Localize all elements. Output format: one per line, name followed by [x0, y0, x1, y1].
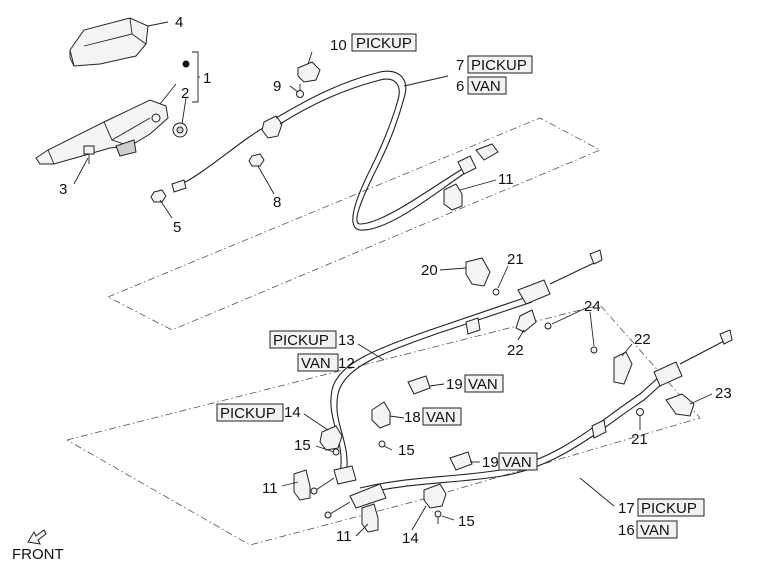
- label-19-upper: 19: [446, 376, 463, 393]
- label-22-upper: 22: [507, 342, 524, 359]
- label-6: 6: [456, 78, 464, 95]
- tag-pickup-13: PICKUP: [273, 332, 329, 349]
- tag-pickup-10: PICKUP: [356, 35, 412, 52]
- lever-cover-part-4: [69, 17, 149, 67]
- label-2: 2: [181, 85, 189, 102]
- label-21-upper: 21: [507, 251, 524, 268]
- label-11-upper: 11: [498, 171, 514, 188]
- tag-pickup-17: PICKUP: [641, 500, 697, 517]
- bracket-part-11-upper: [443, 183, 463, 211]
- label-10: 10: [330, 37, 347, 54]
- tag-van-16: VAN: [640, 522, 670, 539]
- nut-part-5: [150, 189, 167, 203]
- bolt-part-21-upper: [492, 288, 500, 296]
- label-7: 7: [456, 57, 464, 74]
- front-indicator: FRONT: [12, 529, 64, 563]
- tag-pickup-14: PICKUP: [220, 405, 276, 422]
- label-21-lower: 21: [631, 431, 648, 448]
- label-14-upper: 14: [284, 404, 301, 421]
- tag-van-6: VAN: [471, 78, 501, 95]
- label-15-c: 15: [458, 513, 475, 530]
- screw-part-9: [296, 84, 304, 98]
- label-17: 17: [618, 500, 635, 517]
- clip-part-19-lower: [449, 451, 473, 471]
- label-13: 13: [338, 332, 355, 349]
- cable-end-fittings: [310, 465, 387, 519]
- clip-part-14-lower: [423, 483, 447, 509]
- pulley-part-2: [172, 122, 188, 138]
- bracket-part-23: [665, 393, 695, 417]
- label-9: 9: [273, 78, 281, 95]
- front-cable-part-7-6: [171, 70, 499, 231]
- screw-part-15-b: [378, 440, 386, 448]
- screw-part-15-c: [434, 510, 442, 524]
- label-19-lower: 19: [482, 454, 499, 471]
- bracket-part-22-upper: [515, 309, 537, 333]
- label-5: 5: [173, 219, 181, 236]
- label-12: 12: [338, 355, 355, 372]
- clip-part-18: [371, 401, 391, 429]
- label-15-a: 15: [294, 437, 311, 454]
- label-16: 16: [618, 522, 635, 539]
- front-label: FRONT: [12, 546, 64, 563]
- clip-part-14-upper: [319, 425, 343, 451]
- bracket-part-20: [465, 257, 491, 287]
- clip-part-10: [297, 61, 321, 83]
- label-3: 3: [59, 181, 67, 198]
- bolt-part-3: [83, 145, 95, 164]
- rear-cable-left-part-13-12: [330, 249, 603, 477]
- nut-part-8: [248, 153, 265, 167]
- bolt-part-21-lower: [636, 408, 644, 416]
- front-arrow-icon: [27, 529, 47, 545]
- bracket-part-11-lower-right: [361, 503, 379, 533]
- bracket-part-11-lower-left: [293, 469, 311, 501]
- label-15-b: 15: [398, 442, 415, 459]
- label-24: 24: [584, 298, 601, 315]
- label-23: 23: [715, 385, 732, 402]
- label-18: 18: [404, 409, 421, 426]
- tag-van-18: VAN: [426, 409, 456, 426]
- part-numbers: 4 1 2 3 5 8 9 10 7 6 11 20 21 24 22 22 2…: [59, 14, 732, 547]
- clip-part-19-upper: [407, 375, 431, 395]
- label-20: 20: [421, 262, 438, 279]
- variant-tags: PICKUP PICKUP VAN PICKUP VAN VAN VAN PIC…: [216, 33, 705, 539]
- brake-lever-assembly: [35, 83, 177, 165]
- dashed-outlines: [66, 117, 701, 546]
- label-11-lower-right: 11: [336, 528, 352, 545]
- label-22-lower: 22: [634, 331, 651, 348]
- label-4: 4: [175, 14, 183, 31]
- leader-lines: [73, 21, 713, 537]
- label-14-lower: 14: [402, 530, 419, 547]
- tag-van-19-upper: VAN: [468, 376, 498, 393]
- bolt-part-24: [544, 322, 598, 354]
- label-1: 1: [203, 70, 211, 87]
- tag-van-19-lower: VAN: [502, 454, 532, 471]
- label-8: 8: [273, 194, 281, 211]
- bracket-part-22-lower: [613, 351, 633, 385]
- label-11-lower-left: 11: [262, 480, 278, 497]
- tag-pickup-7: PICKUP: [471, 57, 527, 74]
- tag-van-12: VAN: [301, 355, 331, 372]
